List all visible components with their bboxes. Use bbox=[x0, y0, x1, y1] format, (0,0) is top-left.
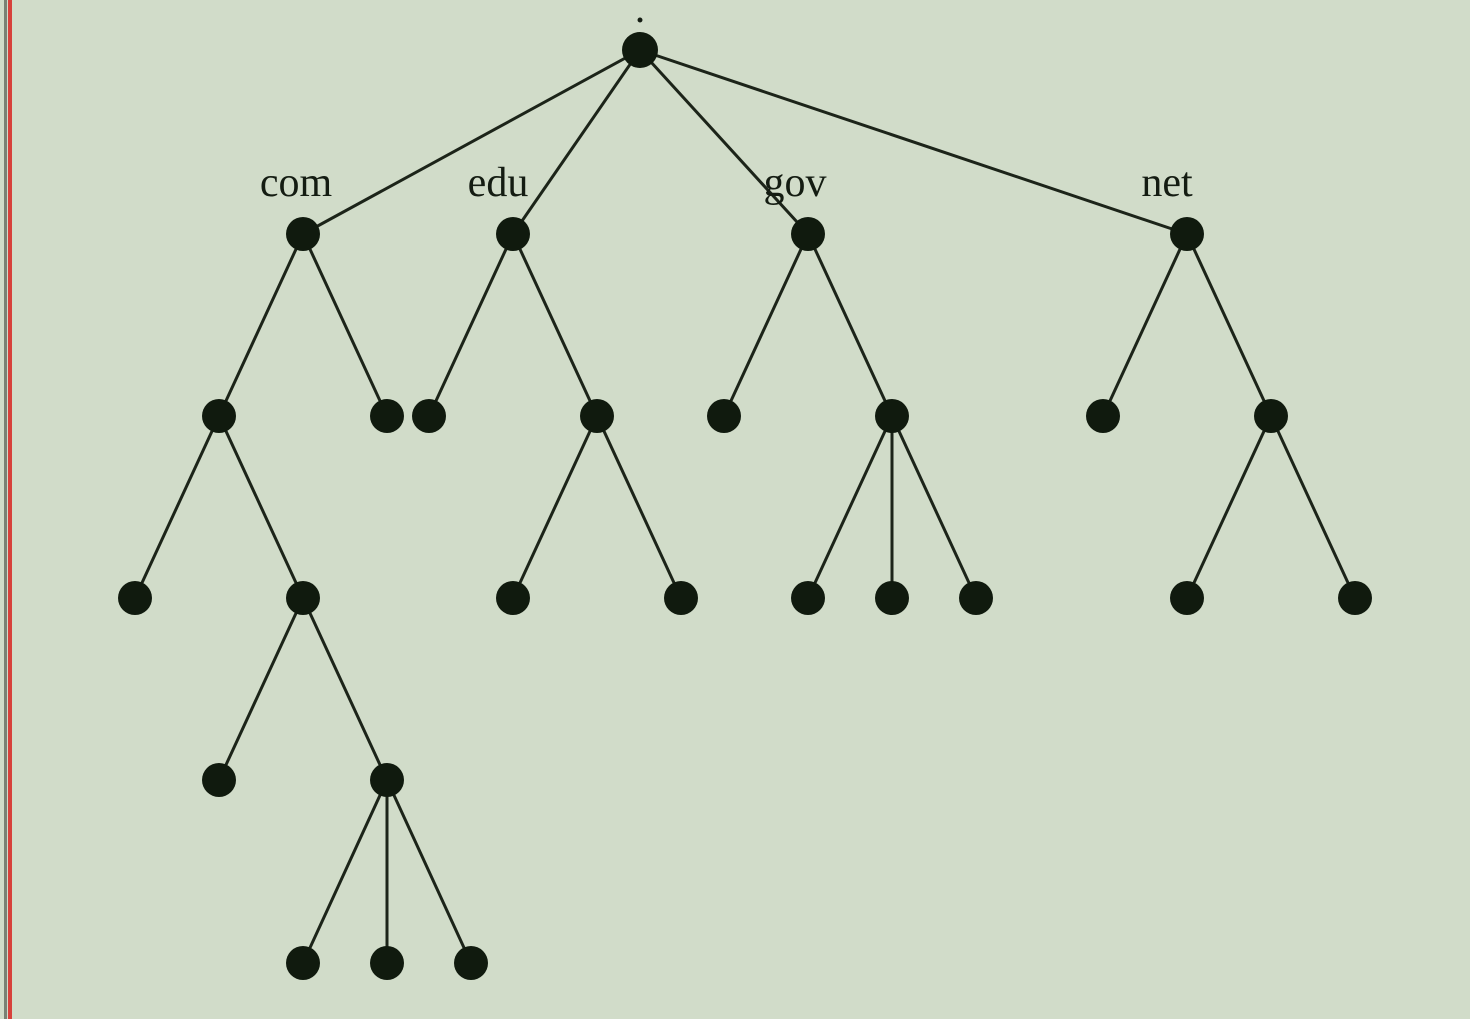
tree-edge-gov-to-gov-a bbox=[722, 233, 810, 417]
tree-node-net-b-1 bbox=[1170, 581, 1204, 615]
tree-node-gov-b-1 bbox=[791, 581, 825, 615]
tree-edge-edu-to-edu-a bbox=[427, 233, 515, 417]
tree-edge-root-to-net bbox=[639, 48, 1188, 236]
tree-node-gov-b-2 bbox=[875, 581, 909, 615]
left-border-dark bbox=[4, 0, 7, 1019]
root-label: . bbox=[635, 0, 646, 32]
tree-labels: . com edu gov net bbox=[260, 0, 1193, 206]
tree-edge-root-to-gov bbox=[638, 48, 810, 236]
tree-nodes bbox=[118, 32, 1372, 980]
tree-node-net-b bbox=[1254, 399, 1288, 433]
tree-edge-net-to-net-b bbox=[1185, 233, 1273, 417]
tree-node-gov bbox=[791, 217, 825, 251]
tree-edge-gov-b-to-gov-b-1 bbox=[806, 415, 894, 599]
tree-node-net-b-2 bbox=[1338, 581, 1372, 615]
tree-node-edu-b-1 bbox=[496, 581, 530, 615]
tree-edge-gov-to-gov-b bbox=[806, 233, 894, 417]
tree-edge-com-to-com-b bbox=[301, 233, 389, 417]
tree-node-edu bbox=[496, 217, 530, 251]
tld-label-com: com bbox=[260, 160, 333, 206]
tree-node-com-a-1 bbox=[118, 581, 152, 615]
tree-edge-edu-b-to-edu-b-2 bbox=[595, 415, 683, 599]
tree-node-net bbox=[1170, 217, 1204, 251]
tree-edge-root-to-edu bbox=[511, 49, 642, 235]
tree-edge-com-a-2-2-to-com-a-2-2-3 bbox=[385, 779, 473, 964]
tree-edge-edu-b-to-edu-b-1 bbox=[511, 415, 599, 599]
tree-edge-edu-to-edu-b bbox=[511, 233, 599, 417]
tld-label-edu: edu bbox=[468, 160, 529, 206]
tree-node-com bbox=[286, 217, 320, 251]
tld-label-net: net bbox=[1141, 160, 1193, 206]
tree-edge-root-to-com bbox=[302, 48, 641, 236]
tld-label-gov: gov bbox=[764, 160, 827, 206]
tree-edge-com-a-to-com-a-2 bbox=[217, 415, 305, 599]
tree-node-edu-a bbox=[412, 399, 446, 433]
tree-node-net-a bbox=[1086, 399, 1120, 433]
tree-node-gov-b bbox=[875, 399, 909, 433]
tree-edge-gov-b-to-gov-b-3 bbox=[890, 415, 978, 599]
tree-node-root bbox=[622, 32, 658, 68]
tree-edge-net-to-net-a bbox=[1101, 233, 1189, 417]
tree-node-com-a-2-2-2 bbox=[370, 946, 404, 980]
tree-node-com-a-2 bbox=[286, 581, 320, 615]
tree-node-gov-b-3 bbox=[959, 581, 993, 615]
tree-edge-com-to-com-a bbox=[217, 233, 305, 417]
tree-node-edu-b-2 bbox=[664, 581, 698, 615]
tree-node-com-a bbox=[202, 399, 236, 433]
tree-node-com-a-2-2-1 bbox=[286, 946, 320, 980]
tree-edge-com-a-2-to-com-a-2-1 bbox=[217, 597, 305, 781]
tree-node-edu-b bbox=[580, 399, 614, 433]
tree-node-com-a-2-2 bbox=[370, 763, 404, 797]
left-border-red bbox=[8, 0, 12, 1019]
tree-node-gov-a bbox=[707, 399, 741, 433]
tree-edge-com-a-2-2-to-com-a-2-2-1 bbox=[301, 779, 389, 964]
tree-node-com-b bbox=[370, 399, 404, 433]
tree-edge-com-a-to-com-a-1 bbox=[133, 415, 221, 599]
tree-edge-net-b-to-net-b-2 bbox=[1269, 415, 1357, 599]
tree-edge-com-a-2-to-com-a-2-2 bbox=[301, 597, 389, 781]
tree-node-com-a-2-2-3 bbox=[454, 946, 488, 980]
tree-node-com-a-2-1 bbox=[202, 763, 236, 797]
tree-edges bbox=[133, 48, 1357, 964]
tree-edge-net-b-to-net-b-1 bbox=[1185, 415, 1273, 599]
